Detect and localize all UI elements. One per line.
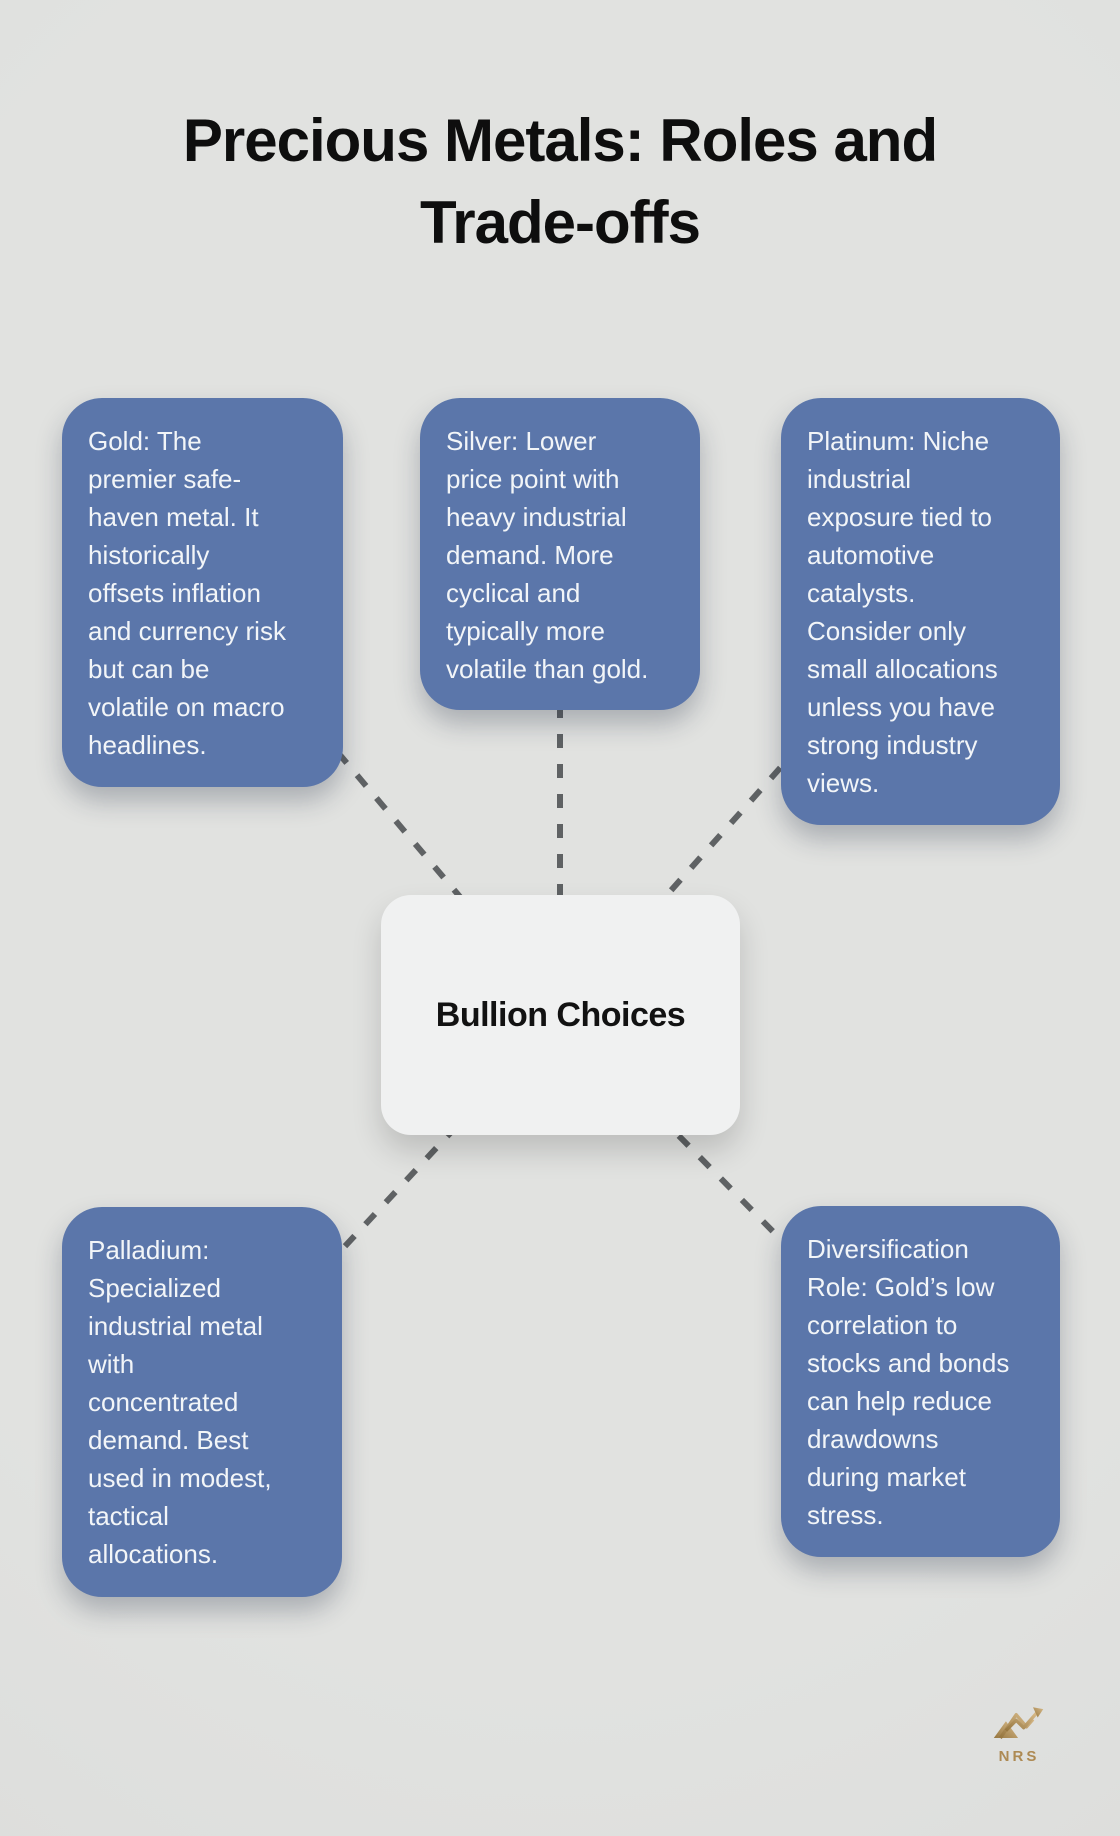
node-platinum: Platinum: Niche industrial exposure tied…: [781, 398, 1060, 825]
node-silver: Silver: Lower price point with heavy ind…: [420, 398, 700, 710]
node-palladium: Palladium: Specialized industrial metal …: [62, 1207, 342, 1597]
brand-logo: NRS: [990, 1706, 1048, 1765]
node-diversification: Diversification Role: Gold’s low correla…: [781, 1206, 1060, 1557]
mountain-chart-icon: [993, 1707, 1044, 1739]
page-title: Precious Metals: Roles and Trade-offs: [182, 107, 938, 256]
node-gold: Gold: The premier safe- haven metal. It …: [62, 398, 343, 787]
brand-text: NRS: [998, 1748, 1040, 1765]
hub-label: Bullion Choices: [435, 995, 686, 1034]
hub-node: Bullion Choices: [381, 895, 740, 1135]
